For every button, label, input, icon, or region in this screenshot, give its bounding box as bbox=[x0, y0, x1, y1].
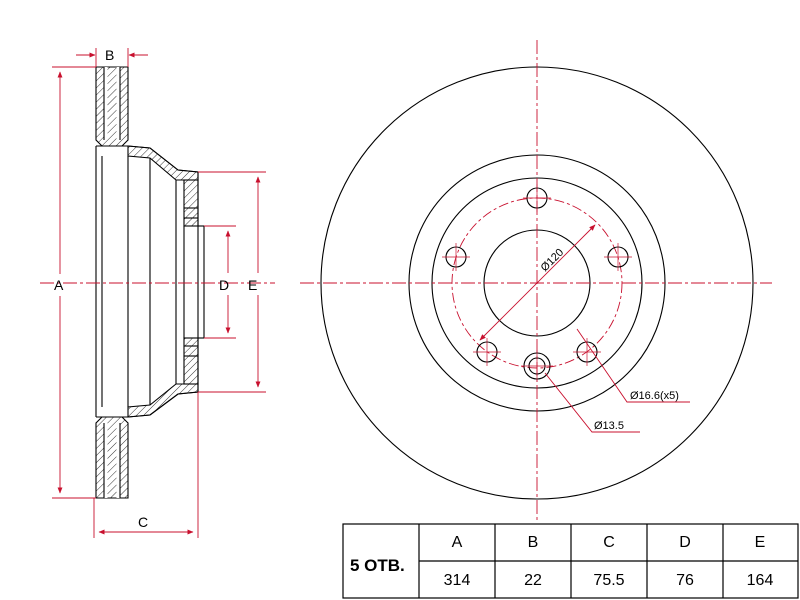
dimension-c-label: C bbox=[138, 514, 148, 530]
bolt-hole-centermarks bbox=[442, 184, 632, 366]
table-value-b: 22 bbox=[524, 572, 542, 589]
table-value-a: 314 bbox=[444, 572, 471, 589]
spec-table bbox=[342, 523, 799, 599]
dimension-b bbox=[76, 48, 148, 67]
hat-section-outline bbox=[95, 145, 199, 418]
friction-ring-top-section bbox=[95, 66, 129, 147]
pin-hole-label: Ø13.5 bbox=[594, 420, 624, 432]
table-header-c: C bbox=[603, 534, 615, 551]
bolt-hole-label: Ø16.6(x5) bbox=[630, 390, 679, 402]
table-header-b: B bbox=[528, 534, 539, 551]
pcd-leader bbox=[479, 224, 596, 341]
dimension-d-label: D bbox=[219, 277, 229, 293]
dimension-d bbox=[204, 225, 236, 339]
bolt-hole-leader bbox=[576, 328, 690, 403]
pcd-label: Ø120 bbox=[539, 247, 567, 275]
table-header-d: D bbox=[679, 534, 691, 551]
hat-wall-bottom-section bbox=[127, 383, 199, 418]
hub-face-bottom-section bbox=[183, 337, 199, 385]
hat-wall-top-section bbox=[127, 145, 199, 181]
dimension-e bbox=[198, 171, 266, 393]
table-value-c: 75.5 bbox=[593, 572, 624, 589]
table-value-d: 76 bbox=[676, 572, 694, 589]
side-section-view bbox=[95, 66, 205, 499]
dimension-c bbox=[93, 392, 199, 538]
table-header-a: A bbox=[452, 534, 463, 551]
dimension-e-label: E bbox=[248, 277, 257, 293]
dimension-b-label: B bbox=[105, 47, 114, 63]
holes-count-label: 5 ОТВ. bbox=[350, 556, 405, 575]
dimension-a-label: A bbox=[54, 277, 64, 293]
table-value-e: 164 bbox=[747, 572, 774, 589]
pin-hole-leader bbox=[544, 372, 640, 433]
hub-face-top-section bbox=[183, 179, 199, 227]
dimension-a bbox=[52, 66, 96, 499]
friction-ring-bottom-section bbox=[95, 416, 129, 499]
table-header-e: E bbox=[755, 534, 766, 551]
pin-hole-centermark bbox=[521, 350, 553, 382]
